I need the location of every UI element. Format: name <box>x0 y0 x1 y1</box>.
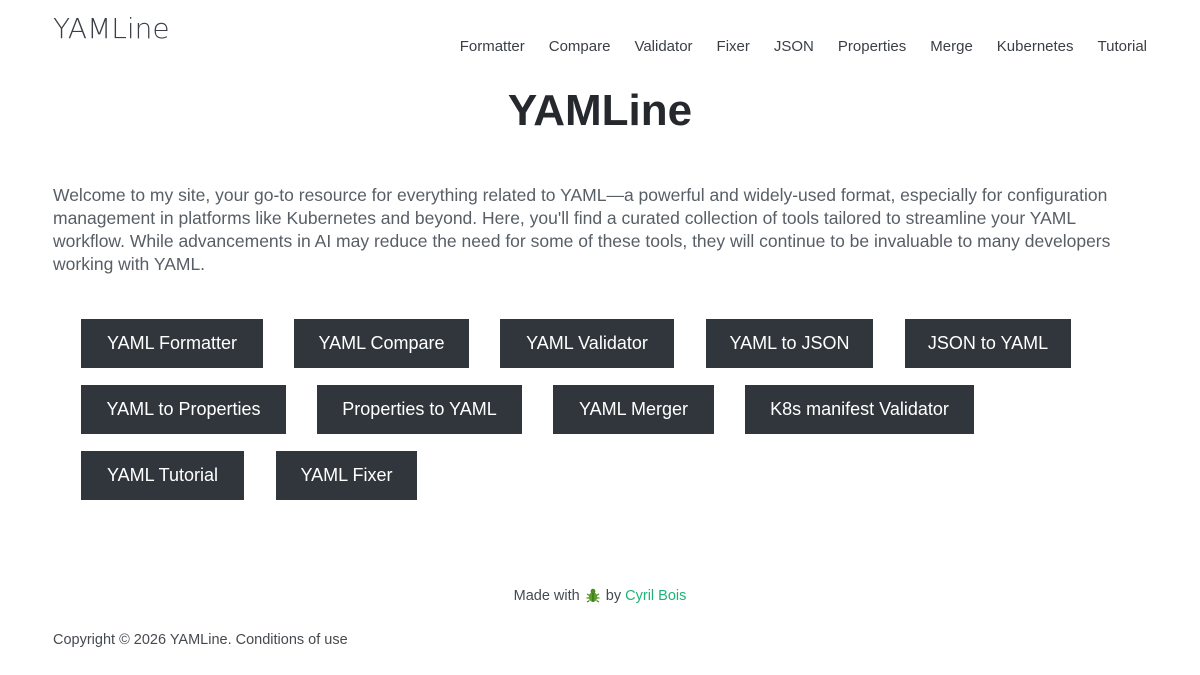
nav-link-fixer[interactable]: Fixer <box>716 38 750 55</box>
bug-icon <box>586 587 600 603</box>
intro-paragraph: Welcome to my site, your go-to resource … <box>53 185 1111 274</box>
nav-link-validator[interactable]: Validator <box>634 38 693 55</box>
properties-to-yaml-button[interactable]: Properties to YAML <box>317 385 522 434</box>
by-text: by <box>605 588 622 604</box>
copyright-text: Copyright © 2026 YAMLine. <box>53 632 232 648</box>
nav-link-merge[interactable]: Merge <box>930 38 973 55</box>
nav-link-tutorial[interactable]: Tutorial <box>1097 38 1147 55</box>
k8s-manifest-validator-button[interactable]: K8s manifest Validator <box>745 385 974 434</box>
yaml-to-json-button[interactable]: YAML to JSON <box>706 319 873 368</box>
top-nav: Formatter Compare Validator Fixer JSON P… <box>436 38 1147 56</box>
yaml-to-properties-button[interactable]: YAML to Properties <box>81 385 286 434</box>
made-with-credit: Made with by Cyril Bois <box>0 587 1200 604</box>
yaml-formatter-button[interactable]: YAML Formatter <box>81 319 263 368</box>
json-to-yaml-button[interactable]: JSON to YAML <box>905 319 1071 368</box>
nav-link-kubernetes[interactable]: Kubernetes <box>996 38 1074 55</box>
nav-link-formatter[interactable]: Formatter <box>459 38 525 55</box>
page-title: YAMLine <box>507 86 693 135</box>
conditions-of-use-link[interactable]: Conditions of use <box>235 632 348 648</box>
yaml-compare-button[interactable]: YAML Compare <box>294 319 469 368</box>
nav-link-compare[interactable]: Compare <box>548 38 611 55</box>
yaml-tutorial-button[interactable]: YAML Tutorial <box>81 451 244 500</box>
made-with-text: Made with <box>513 588 580 604</box>
nav-link-json[interactable]: JSON <box>773 38 814 55</box>
nav-link-properties[interactable]: Properties <box>837 38 907 55</box>
site-logo[interactable]: YAMLine <box>53 12 170 45</box>
author-link[interactable]: Cyril Bois <box>625 588 687 604</box>
copyright-notice: Copyright © 2026 YAMLine. Conditions of … <box>53 632 348 648</box>
yaml-merger-button[interactable]: YAML Merger <box>553 385 714 434</box>
yaml-validator-button[interactable]: YAML Validator <box>500 319 674 368</box>
yaml-fixer-button[interactable]: YAML Fixer <box>276 451 417 500</box>
